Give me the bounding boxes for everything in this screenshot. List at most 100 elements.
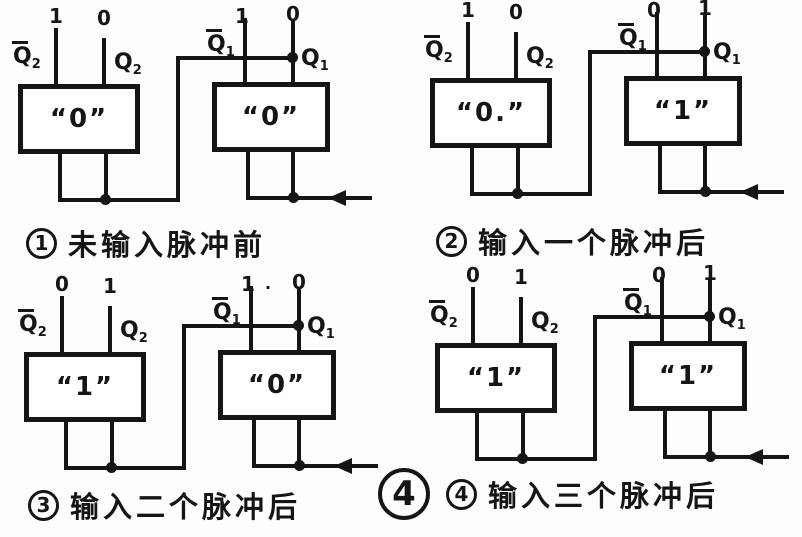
pin-base: Q	[430, 303, 449, 328]
caption-4-circled-number: 4	[446, 478, 477, 510]
pin-base: Q	[120, 318, 139, 343]
wire-riser	[176, 56, 180, 202]
state-diagram-1: “0” “0” 1 0 1 0 Q2 Q2 Q1 Q1	[0, 4, 392, 224]
pin-label-q1bar: Q1	[623, 288, 652, 318]
flipflop-2-state: “0.”	[455, 98, 527, 128]
pulse-input-arrow-icon	[334, 458, 352, 474]
pin-base: Q	[619, 26, 638, 51]
pin-subscript: 1	[731, 53, 741, 68]
junction-dot	[293, 320, 304, 331]
pin-label-q2: Q2	[526, 46, 554, 72]
pin-label-q2bar: Q2	[429, 300, 458, 331]
pin-subscript: 2	[549, 322, 559, 337]
wire-left-box-output-a	[58, 152, 62, 200]
flipflop-2-state: “1”	[466, 363, 526, 393]
wire-carry-link	[176, 56, 295, 60]
wire-q1bar-input	[660, 277, 664, 343]
wire-left-box-output-a	[470, 146, 474, 194]
wire-q2bar-input	[471, 287, 475, 345]
overbar	[206, 29, 222, 32]
state-diagram-3: “1” “0” 0 1 1 0 · Q2 Q2 Q1 Q1	[6, 272, 398, 492]
pin-label-q1: Q1	[718, 305, 746, 333]
flipflop-1-box: “0”	[212, 82, 330, 152]
pin-subscript: 1	[225, 45, 235, 60]
value-q1: 1	[698, 0, 712, 20]
pin-subscript: 2	[544, 57, 554, 72]
pin-subscript: 1	[231, 313, 241, 328]
wire-q2bar-input	[466, 22, 470, 80]
pin-label-q2bar: Q2	[424, 35, 453, 66]
wire-right-box-output-b	[291, 150, 295, 198]
wire-left-bottom-bus	[475, 457, 597, 461]
wire-left-box-output-a	[64, 420, 68, 468]
wire-q2bar-input	[54, 28, 58, 86]
pin-subscript: 2	[37, 325, 47, 340]
wire-left-box-output-b	[516, 146, 520, 194]
value-q1bar: 0	[647, 0, 661, 22]
wire-q1bar-input	[249, 286, 253, 352]
overbar	[618, 23, 634, 26]
pin-subscript: 1	[319, 59, 329, 74]
junction-dot	[294, 460, 305, 471]
pin-label-q2: Q2	[120, 318, 148, 346]
flipflop-1-state: “0”	[241, 102, 301, 132]
flipflop-1-state: “1”	[658, 361, 718, 391]
wire-q2-input	[102, 38, 106, 86]
flipflop-2-box: “1”	[24, 352, 146, 422]
pin-label-q2bar: Q2	[12, 41, 41, 71]
wire-right-box-output-a	[658, 144, 662, 192]
value-q2bar: 0	[55, 272, 69, 296]
stray-dot-mark: ·	[265, 278, 272, 297]
pin-base: Q	[19, 312, 38, 337]
value-q1bar: 1	[235, 4, 249, 28]
wire-right-box-output-a	[246, 150, 250, 198]
pin-base: Q	[624, 291, 643, 316]
value-q2: 0	[97, 6, 111, 30]
pin-label-q1: Q1	[301, 48, 329, 74]
wire-right-bottom-bus	[246, 196, 372, 200]
pin-base: Q	[114, 50, 133, 75]
value-q1bar: 1	[241, 272, 255, 296]
pin-subscript: 1	[637, 39, 647, 54]
flipflop-2-state: “1”	[55, 372, 115, 402]
overbar	[429, 300, 445, 303]
wire-q2-input	[514, 32, 518, 80]
value-q2: 1	[514, 265, 528, 289]
flipflop-1-box: “1”	[624, 76, 742, 146]
junction-dot	[100, 194, 111, 205]
wire-right-box-output-b	[703, 144, 707, 192]
caption-2-text: 输入一个脉冲后	[478, 226, 710, 260]
wire-right-bottom-bus	[252, 464, 378, 468]
pin-subscript: 2	[443, 51, 453, 66]
overbar	[12, 41, 28, 44]
junction-dot	[288, 192, 299, 203]
value-q2bar: 1	[461, 0, 475, 22]
pin-base: Q	[718, 305, 737, 330]
pulse-input-arrow-icon	[745, 449, 763, 465]
value-q1: 0	[292, 270, 306, 294]
pin-label-q1: Q1	[307, 316, 335, 342]
pin-label-q1bar: Q1	[212, 297, 241, 328]
junction-dot	[106, 462, 117, 473]
caption-2: 2 输入一个脉冲后	[436, 220, 709, 262]
wire-q2bar-input	[60, 296, 64, 354]
wire-left-bottom-bus	[64, 466, 186, 470]
flipflop-2-box: “0”	[18, 84, 140, 154]
flipflop-2-state: “0”	[49, 104, 109, 134]
junction-dot	[512, 188, 523, 199]
value-q2bar: 0	[466, 263, 480, 287]
caption-1: 1 未输入脉冲前	[26, 222, 266, 264]
wire-left-bottom-bus	[470, 192, 592, 196]
wire-left-bottom-bus	[58, 198, 180, 202]
caption-1-circled-number: 1	[26, 227, 57, 259]
value-q2: 1	[103, 274, 117, 298]
junction-dot	[699, 46, 710, 57]
caption-4-text: 输入三个脉冲后	[488, 479, 720, 513]
pin-subscript: 2	[448, 316, 458, 331]
junction-dot	[704, 311, 715, 322]
wire-left-box-output-a	[475, 411, 479, 459]
caption-3-circled-number: 3	[28, 489, 59, 521]
value-q1bar: 0	[652, 263, 666, 287]
junction-dot	[517, 453, 528, 464]
pin-subscript: 1	[325, 327, 335, 342]
